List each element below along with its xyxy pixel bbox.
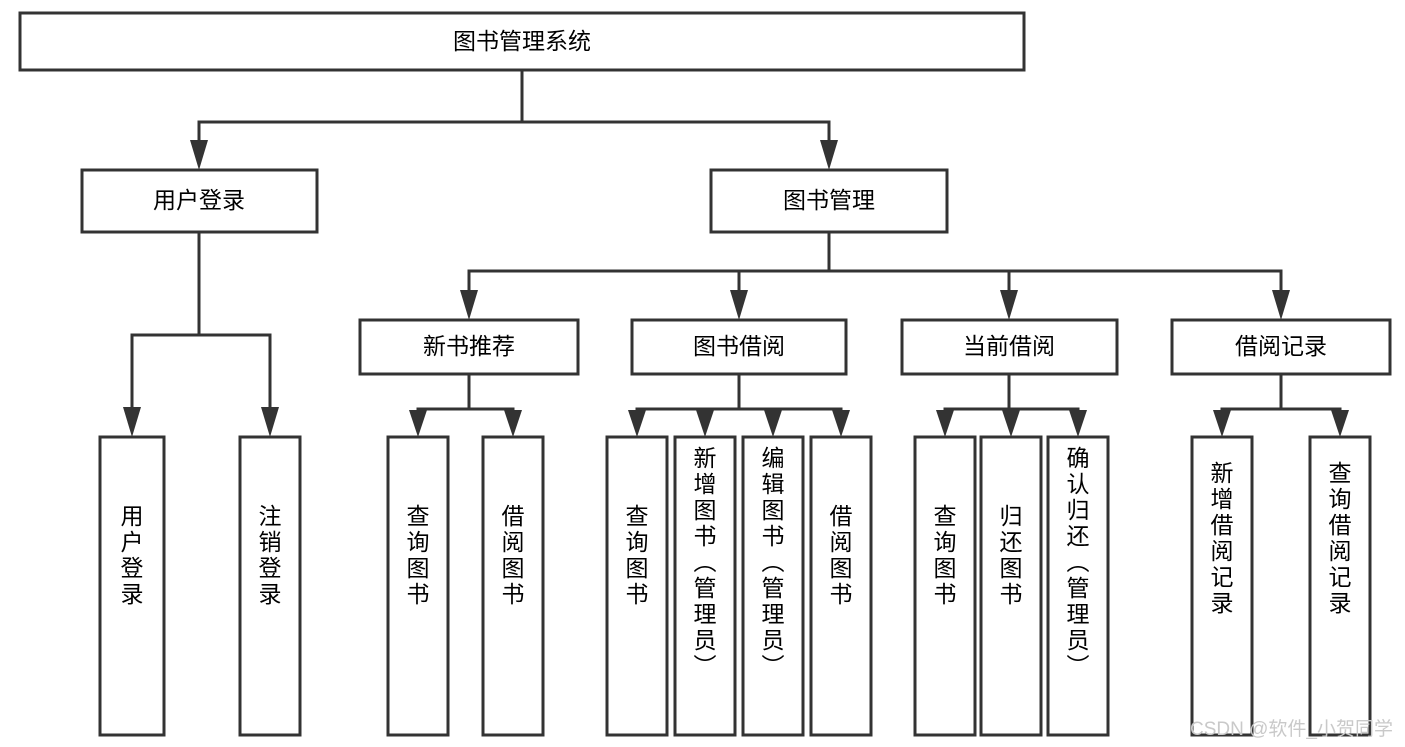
node-leaf-query-record-box[interactable]: [1308, 435, 1372, 737]
node-leaf-confirm-return-box[interactable]: [1046, 435, 1110, 737]
node-book-borrow-label: 图书借阅: [693, 333, 785, 359]
node-new-book-recommend[interactable]: 新书推荐: [358, 318, 580, 376]
arrow-head-leaf-add-book: [696, 410, 714, 437]
arrow-head-leaf-edit-book: [764, 410, 782, 437]
node-current-borrow-label: 当前借阅: [963, 333, 1055, 359]
node-leaf-query-record-label: 查询借阅记录: [1329, 460, 1352, 616]
node-leaf-query-book-2[interactable]: 查询图书: [605, 435, 669, 737]
connector-group-current-borrow: [936, 372, 1087, 437]
arrow-head-leaf-return-book: [1002, 410, 1020, 437]
connector-group-book-manage: [460, 230, 1290, 320]
node-leaf-borrow-book-2-label: 借阅图书: [830, 503, 853, 607]
node-leaf-edit-book-box[interactable]: [741, 435, 805, 737]
node-leaf-borrow-book-2-box[interactable]: [809, 435, 873, 737]
node-leaf-query-book-3[interactable]: 查询图书: [913, 435, 977, 737]
arrow-head-current-borrow: [1000, 290, 1018, 320]
node-book-manage-label: 图书管理: [783, 187, 875, 213]
arrow-head-leaf-borrow-book-1: [504, 410, 522, 437]
node-current-borrow[interactable]: 当前借阅: [900, 318, 1119, 376]
node-leaf-query-book-1-box[interactable]: [386, 435, 450, 737]
node-leaf-return-book-box[interactable]: [979, 435, 1043, 737]
node-leaf-borrow-book-2[interactable]: 借阅图书: [809, 435, 873, 737]
node-borrow-record-label: 借阅记录: [1235, 333, 1327, 359]
node-root[interactable]: 图书管理系统: [18, 11, 1026, 72]
node-leaf-user-logout-label: 注销登录: [259, 503, 282, 607]
node-book-manage-box[interactable]: [709, 168, 949, 234]
connector-group-book-borrow: [628, 372, 850, 437]
arrow-head-new-book-recommend: [460, 290, 478, 320]
arrow-head-leaf-query-book-2: [628, 410, 646, 437]
node-new-book-recommend-box[interactable]: [358, 318, 580, 376]
node-book-manage[interactable]: 图书管理: [709, 168, 949, 234]
node-current-borrow-box[interactable]: [900, 318, 1119, 376]
node-leaf-query-book-1-label: 查询图书: [407, 503, 430, 607]
node-leaf-borrow-book-1-label: 借阅图书: [502, 503, 525, 607]
arrow-head-leaf-borrow-book-2: [832, 410, 850, 437]
node-new-book-recommend-label: 新书推荐: [423, 333, 515, 359]
node-leaf-add-record-label: 新增借阅记录: [1211, 460, 1234, 616]
node-leaf-borrow-book-1-box[interactable]: [481, 435, 545, 737]
arrow-head-leaf-query-book-3: [936, 410, 954, 437]
node-leaf-borrow-book-1[interactable]: 借阅图书: [481, 435, 545, 737]
arrow-head-leaf-user-login: [123, 407, 141, 437]
connector-group-new-book-recommend: [409, 372, 522, 437]
node-leaf-query-record[interactable]: 查询借阅记录: [1308, 435, 1372, 737]
node-leaf-query-book-1[interactable]: 查询图书: [386, 435, 450, 737]
node-leaf-query-book-3-box[interactable]: [913, 435, 977, 737]
connector-group-user-login: [123, 230, 279, 437]
node-leaf-user-login-box[interactable]: [98, 435, 166, 737]
node-leaf-return-book-label: 归还图书: [1000, 503, 1023, 607]
arrow-head-user-login: [190, 140, 208, 170]
node-leaf-add-record[interactable]: 新增借阅记录: [1190, 435, 1254, 737]
arrow-head-leaf-query-record: [1331, 410, 1349, 437]
node-user-login[interactable]: 用户登录: [80, 168, 319, 234]
node-leaf-user-logout-box[interactable]: [238, 435, 302, 737]
connector-group-root: [190, 69, 838, 170]
node-leaf-user-login-label: 用户登录: [121, 503, 144, 607]
node-leaf-add-book-label: 新增图书︵管理员︶: [694, 445, 717, 679]
node-leaf-confirm-return-label: 确认归还︵管理员︶: [1067, 445, 1090, 679]
node-borrow-record[interactable]: 借阅记录: [1170, 318, 1392, 376]
node-user-login-label: 用户登录: [153, 187, 245, 213]
node-leaf-edit-book[interactable]: 编辑图书︵管理员︶: [741, 435, 805, 737]
node-leaf-query-book-3-label: 查询图书: [934, 503, 957, 607]
arrow-head-leaf-confirm-return: [1069, 410, 1087, 437]
node-root-label: 图书管理系统: [453, 28, 591, 54]
node-root-box[interactable]: [18, 11, 1026, 72]
node-leaf-user-login[interactable]: 用户登录: [98, 435, 166, 737]
node-leaf-add-record-box[interactable]: [1190, 435, 1254, 737]
node-leaf-add-book[interactable]: 新增图书︵管理员︶: [673, 435, 737, 737]
arrow-head-leaf-add-record: [1213, 410, 1231, 437]
arrow-head-book-manage: [820, 140, 838, 170]
node-leaf-edit-book-label: 编辑图书︵管理员︶: [762, 445, 785, 679]
arrow-head-borrow-record: [1272, 290, 1290, 320]
node-leaf-confirm-return[interactable]: 确认归还︵管理员︶: [1046, 435, 1110, 737]
node-leaf-add-book-box[interactable]: [673, 435, 737, 737]
node-leaf-return-book[interactable]: 归还图书: [979, 435, 1043, 737]
arrow-head-book-borrow: [730, 290, 748, 320]
node-borrow-record-box[interactable]: [1170, 318, 1392, 376]
arrow-head-leaf-query-book-1: [409, 410, 427, 437]
node-leaf-query-book-2-box[interactable]: [605, 435, 669, 737]
node-book-borrow[interactable]: 图书借阅: [630, 318, 848, 376]
node-book-borrow-box[interactable]: [630, 318, 848, 376]
connector-group-borrow-record: [1213, 372, 1349, 437]
node-leaf-user-logout[interactable]: 注销登录: [238, 435, 302, 737]
node-leaf-query-book-2-label: 查询图书: [626, 503, 649, 607]
node-user-login-box[interactable]: [80, 168, 319, 234]
arrow-head-leaf-user-logout: [261, 407, 279, 437]
